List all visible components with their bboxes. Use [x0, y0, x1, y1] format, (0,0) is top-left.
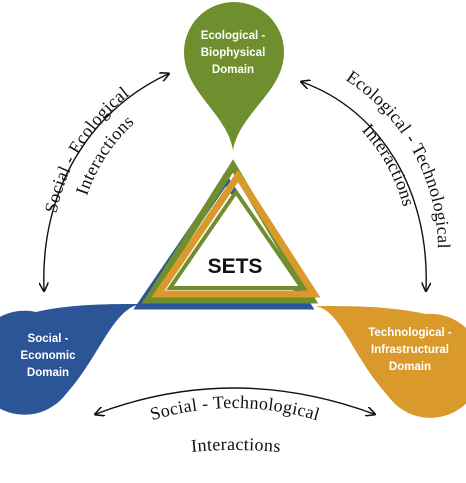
social-domain-shape [0, 304, 140, 415]
svg-text:Social - Technological: Social - Technological [148, 392, 322, 424]
ecological-domain-shape [184, 2, 284, 150]
social-domain-label-line3: Domain [27, 367, 69, 379]
social-domain-label-line1: Social - [28, 333, 69, 345]
social-domain-label-line2: Economic [21, 350, 77, 362]
orange-triangle [151, 169, 321, 298]
social-ecological-interaction: Social - Ecological Interactions [41, 74, 168, 290]
center-triangles [133, 159, 321, 310]
technological-domain-label-line1: Technological - [368, 327, 452, 339]
ecological-domain-label-line2: Biophysical [201, 47, 266, 59]
ecological-domain: Ecological - Biophysical Domain [184, 2, 284, 150]
social-technological-interaction: Social - Technological Interactions [96, 387, 374, 456]
ecological-technological-arrow [302, 82, 426, 290]
technological-domain-shape [316, 306, 466, 418]
ecological-technological-interaction: Ecological - Technological Interactions [302, 66, 454, 290]
social-ecological-arrow [44, 74, 168, 290]
inner-triangle [166, 188, 306, 290]
social-domain: Social - Economic Domain [0, 304, 140, 415]
center-label: SETS [208, 255, 263, 278]
social-technological-label-line2: Interactions [190, 434, 281, 456]
svg-text:Interactions: Interactions [190, 434, 281, 456]
technological-domain-label-line2: Infrastructural [371, 344, 449, 356]
ecological-domain-label-line1: Ecological - [201, 30, 266, 42]
social-technological-label-line1: Social - Technological [148, 392, 322, 424]
social-technological-arrow [96, 387, 374, 414]
technological-domain-label-line3: Domain [389, 361, 431, 373]
ecological-domain-label-line3: Domain [212, 64, 254, 76]
technological-domain: Technological - Infrastructural Domain [316, 306, 466, 418]
